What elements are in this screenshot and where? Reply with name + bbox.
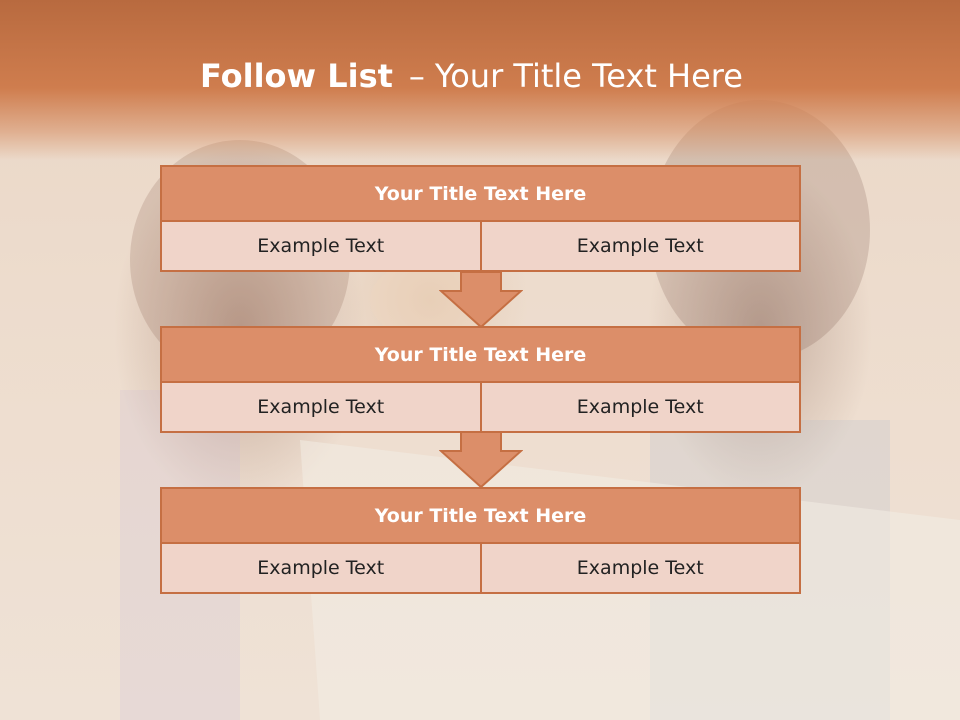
- block-cell-right: Example Text: [481, 544, 801, 594]
- block-row: Example Text Example Text: [160, 222, 801, 272]
- block-row: Example Text Example Text: [160, 544, 801, 594]
- title-bold: Follow List: [200, 57, 393, 95]
- block-cell-right: Example Text: [481, 222, 801, 272]
- block-cell-left: Example Text: [160, 544, 482, 594]
- block-title: Your Title Text Here: [160, 487, 801, 544]
- down-arrow-icon: [439, 431, 523, 489]
- block-cell-left: Example Text: [160, 383, 482, 433]
- block-cell-left: Example Text: [160, 222, 482, 272]
- title-dash: –: [408, 57, 425, 95]
- slide-title: Follow List–Your Title Text Here: [0, 56, 943, 96]
- block-cell-right: Example Text: [481, 383, 801, 433]
- list-block-2: Your Title Text Here Example Text Exampl…: [160, 326, 801, 433]
- header-band: [0, 0, 960, 160]
- title-rest: Your Title Text Here: [434, 57, 743, 95]
- list-block-1: Your Title Text Here Example Text Exampl…: [160, 165, 801, 272]
- block-row: Example Text Example Text: [160, 383, 801, 433]
- down-arrow-icon: [439, 271, 523, 329]
- list-block-3: Your Title Text Here Example Text Exampl…: [160, 487, 801, 594]
- block-title: Your Title Text Here: [160, 165, 801, 222]
- block-title: Your Title Text Here: [160, 326, 801, 383]
